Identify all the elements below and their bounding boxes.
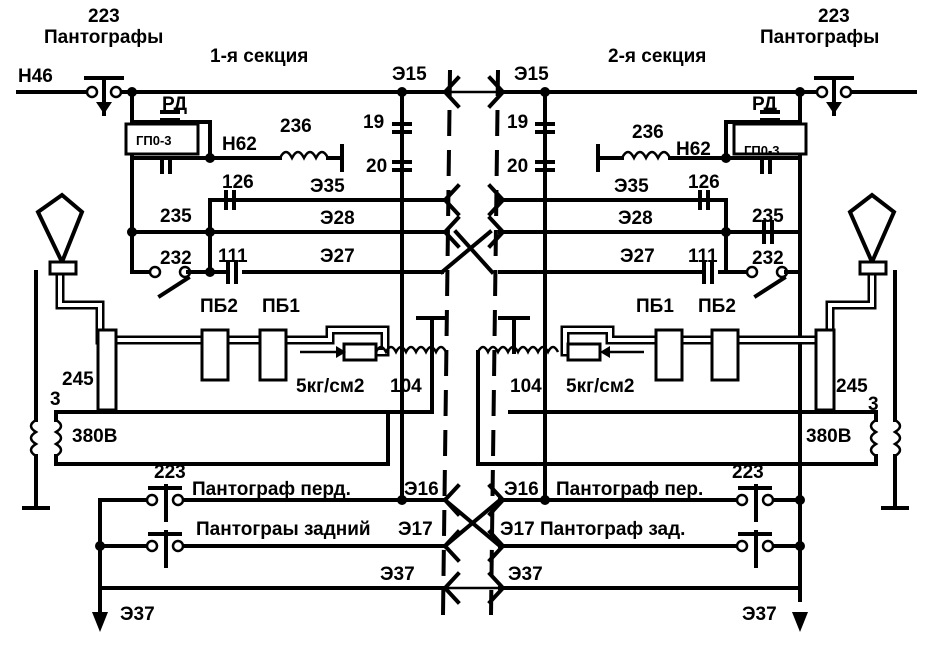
label-236-left: 236 [280, 116, 312, 137]
label-e37-mid-right: Э37 [508, 564, 543, 585]
section-divider [441, 69, 500, 616]
left-section-wiring [124, 90, 495, 482]
label-pantograph-rear-left: Пантограы задний [196, 519, 371, 540]
bottom-train-wires [92, 348, 808, 632]
label-245-left: 245 [62, 369, 94, 390]
label-pb1-right: ПБ1 [636, 296, 674, 317]
label-pb2-right: ПБ2 [698, 296, 736, 317]
labels: 223 Пантографы 1-я секция 223 Пантографы… [18, 6, 879, 625]
label-pressure-left: 5кг/см2 [296, 376, 364, 397]
label-223-top-right: 223 [818, 6, 850, 27]
label-e35-left: Э35 [310, 176, 345, 197]
label-3-left: 3 [50, 389, 61, 410]
label-pantograph-rear-right: Пантограф зад. [540, 519, 685, 540]
label-104-left: 104 [390, 376, 422, 397]
label-e27-right: Э27 [620, 246, 655, 267]
label-e37-bottom-left: Э37 [120, 604, 155, 625]
label-111-left: 111 [218, 246, 248, 267]
label-20-left: 20 [366, 156, 387, 177]
label-e16-right: Э16 [504, 479, 539, 500]
label-e17-right: Э17 [500, 519, 535, 540]
label-126-right: 126 [688, 172, 720, 193]
label-20-right: 20 [507, 156, 528, 177]
label-3-right: 3 [868, 394, 879, 415]
transformers-380v [22, 270, 909, 510]
label-pb2-left: ПБ2 [200, 296, 238, 317]
label-223-bottom-right: 223 [732, 462, 764, 483]
label-245-right: 245 [836, 376, 868, 397]
label-e17-left: Э17 [398, 519, 433, 540]
label-h46: Н46 [18, 66, 53, 87]
label-e35-right: Э35 [614, 176, 649, 197]
label-223-bottom-left: 223 [154, 462, 186, 483]
label-rd-left: РД [162, 94, 187, 115]
main-train-wire [16, 75, 917, 116]
junction-dots [95, 87, 805, 551]
label-e28-right: Э28 [618, 208, 653, 229]
label-e15-left: Э15 [392, 64, 427, 85]
label-235-right: 235 [752, 206, 784, 227]
label-e27-left: Э27 [320, 246, 355, 267]
label-19-right: 19 [507, 112, 528, 133]
label-rd-right: РД [752, 94, 777, 115]
label-section-2: 2-я секция [608, 46, 706, 67]
label-section-1: 1-я секция [210, 46, 308, 67]
label-e16-left: Э16 [404, 479, 439, 500]
label-pb1-left: ПБ1 [262, 296, 300, 317]
label-h62-right: Н62 [676, 139, 711, 160]
label-380v-left: 380В [72, 426, 117, 447]
label-232-left: 232 [160, 248, 192, 269]
label-126-left: 126 [222, 172, 254, 193]
label-gp03-left: ГП0-3 [136, 133, 172, 148]
label-pantographs-left: Пантографы [44, 27, 163, 48]
label-gp03-right: ГП0-3 [744, 143, 780, 158]
label-232-right: 232 [752, 248, 784, 269]
label-104-right: 104 [510, 376, 542, 397]
pneumatic-system [35, 192, 897, 412]
label-223-top-left: 223 [88, 6, 120, 27]
label-380v-right: 380В [806, 426, 851, 447]
label-pantograph-front-right: Пантограф пер. [556, 479, 703, 500]
label-pantograph-front-left: Пантограф перд. [192, 479, 351, 500]
label-111-right: 111 [688, 246, 718, 267]
label-pressure-right: 5кг/см2 [566, 376, 634, 397]
label-pantographs-right: Пантографы [760, 27, 879, 48]
label-19-left: 19 [363, 112, 384, 133]
label-h62-left: Н62 [222, 134, 257, 155]
label-236-right: 236 [632, 122, 664, 143]
label-e28-left: Э28 [320, 208, 355, 229]
label-e15-right: Э15 [514, 64, 549, 85]
label-235-left: 235 [160, 206, 192, 227]
label-e37-bottom-right: Э37 [742, 604, 777, 625]
label-e37-mid-left: Э37 [380, 564, 415, 585]
